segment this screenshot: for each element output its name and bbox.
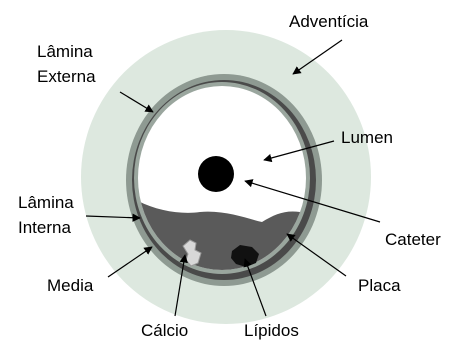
label-lamina-interna-line1: Lâmina bbox=[18, 193, 74, 212]
label-lumen: Lumen bbox=[341, 128, 393, 147]
label-lamina-externa-line2: Externa bbox=[37, 67, 96, 86]
label-media: Media bbox=[47, 276, 94, 295]
label-adventicia: Adventícia bbox=[289, 12, 369, 31]
label-lamina-externa-line1: Lâmina bbox=[37, 42, 93, 61]
label-cateter: Cateter bbox=[385, 230, 441, 249]
label-placa: Placa bbox=[358, 276, 401, 295]
label-lamina-interna-line2: Interna bbox=[18, 218, 71, 237]
label-calcio: Cálcio bbox=[141, 321, 188, 340]
label-lipidos: Lípidos bbox=[244, 321, 299, 340]
catheter bbox=[198, 156, 234, 192]
